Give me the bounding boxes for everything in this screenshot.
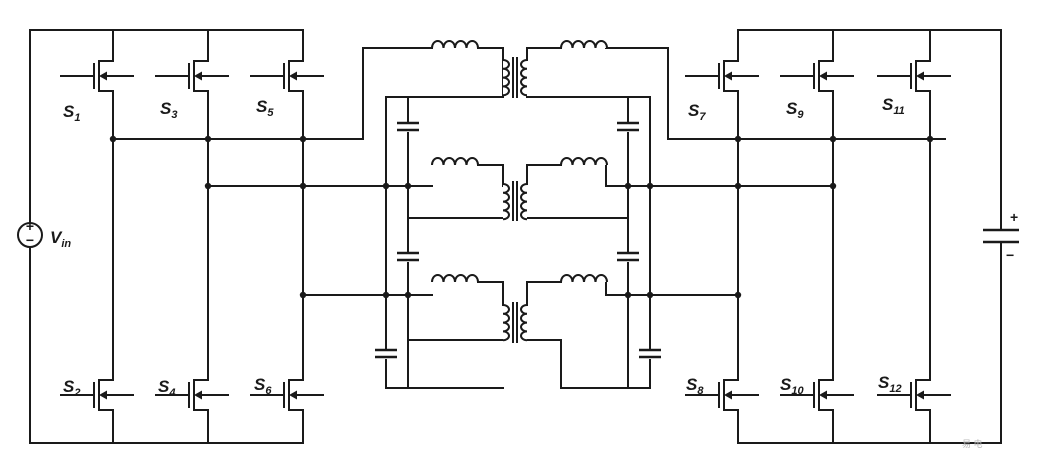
capacitor-1 [394, 121, 422, 132]
inductor-right-1 [560, 40, 608, 49]
capacitors [372, 121, 664, 359]
switch-s10 [780, 379, 854, 411]
switch-label-s6: S6 [254, 375, 272, 397]
transformer-3 [502, 281, 528, 343]
switch-s2 [60, 379, 134, 411]
switch-label-s11: S11 [882, 95, 905, 117]
switch-label-s10: S10 [780, 375, 804, 397]
capacitor-4 [614, 121, 642, 132]
watermark: 易 电 [962, 438, 983, 449]
switch-s8 [685, 379, 759, 411]
switch-label-s3: S3 [160, 99, 177, 121]
inductors [431, 40, 608, 283]
output-capacitor: + − [983, 209, 1019, 263]
switch-s7 [685, 60, 759, 92]
source-label: Vin [50, 228, 71, 250]
switch-label-s12: S12 [878, 373, 902, 395]
switch-s12 [877, 379, 951, 411]
wiring [29, 29, 1002, 444]
voltage-source: + − Vin [17, 218, 71, 250]
junction-nodes [109, 135, 934, 299]
switch-label-s5: S5 [256, 97, 274, 119]
capacitor-6 [636, 348, 664, 359]
switch-label-s8: S8 [686, 375, 704, 397]
inductor-right-3 [560, 274, 608, 283]
inductor-left-3 [431, 274, 479, 283]
switch-label-s2: S2 [63, 377, 80, 399]
switch-label-s1: S1 [63, 102, 80, 124]
inductor-right-2 [560, 157, 608, 166]
switch-s6 [250, 379, 324, 411]
switch-s4 [155, 379, 229, 411]
source-minus-sign: − [26, 232, 34, 248]
transformer-1 [502, 57, 528, 98]
switch-s1 [60, 60, 134, 92]
inductor-left-1 [431, 40, 479, 49]
switch-label-s9: S9 [786, 99, 804, 121]
output-plus-sign: + [1010, 209, 1018, 225]
switch-s11 [877, 60, 951, 92]
switch-s9 [780, 60, 854, 92]
switch-s5 [250, 60, 324, 92]
capacitor-2 [394, 251, 422, 262]
switch-label-s7: S7 [688, 101, 706, 123]
inductor-left-2 [431, 157, 479, 166]
output-minus-sign: − [1006, 247, 1014, 263]
capacitor-5 [614, 251, 642, 262]
source-plus-sign: + [26, 218, 34, 234]
switch-s3 [155, 60, 229, 92]
switch-label-s4: S4 [158, 377, 175, 399]
capacitor-3 [372, 348, 400, 359]
transformer-2 [502, 164, 528, 221]
